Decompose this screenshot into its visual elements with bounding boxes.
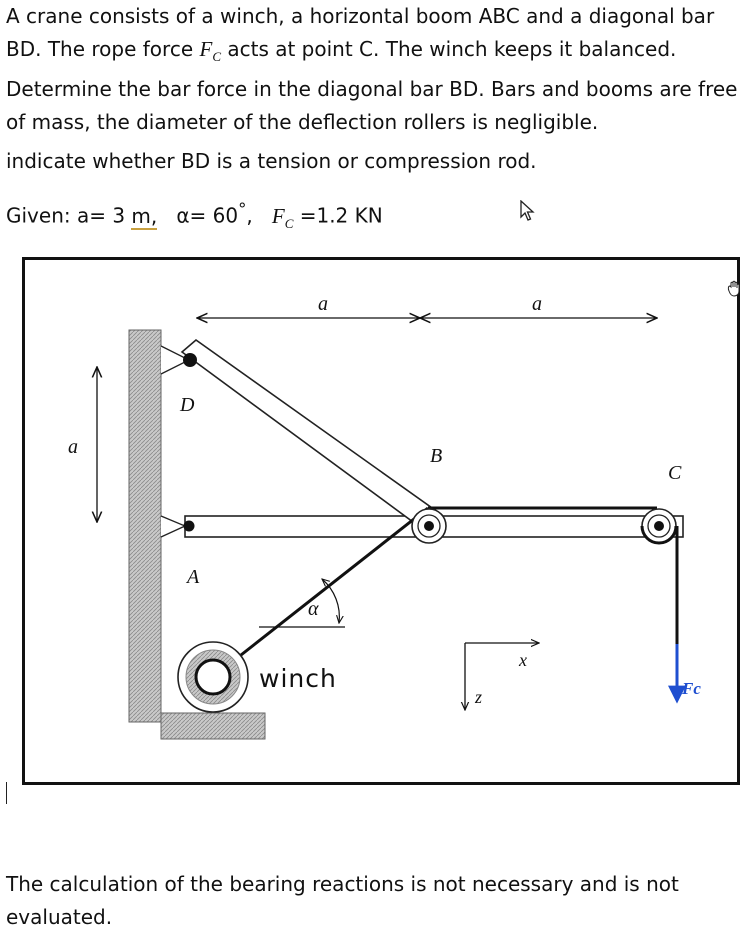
- pin-a: [183, 520, 195, 532]
- rope-winch-to-b: [212, 506, 429, 679]
- wall: [128, 329, 162, 723]
- force-symbol: FC: [199, 37, 222, 65]
- given-force-symbol: FC: [271, 203, 294, 231]
- hand-cursor-icon: [727, 280, 740, 297]
- label-b: B: [430, 445, 442, 467]
- crane-diagram: a a a D B C A α x z winch Fc: [68, 293, 701, 740]
- intro-text: A crane consists of a winch, a horizonta…: [6, 4, 715, 61]
- given-label: Given: a= 3: [6, 203, 126, 228]
- label-d: D: [179, 394, 195, 416]
- label-c: C: [668, 462, 682, 484]
- given-values: Given: a= 3 m, α= 60°, FC =1.2 KN: [6, 200, 383, 231]
- mouse-cursor-icon: [520, 200, 535, 221]
- label-a-left: a: [68, 436, 78, 458]
- given-unit: m,: [131, 203, 158, 230]
- label-fc: Fc: [681, 679, 701, 698]
- label-winch: winch: [259, 664, 337, 693]
- given-degree: °: [238, 200, 247, 219]
- label-a-top-right: a: [532, 293, 542, 315]
- problem-statement: A crane consists of a winch, a horizonta…: [6, 0, 741, 139]
- angle-arc: [322, 579, 339, 623]
- ground-base: [160, 712, 266, 740]
- bearing-a: [160, 515, 187, 538]
- label-a-point: A: [185, 566, 200, 588]
- question-text: indicate whether BD is a tension or comp…: [6, 149, 537, 173]
- pin-d: [183, 353, 197, 367]
- intro-text-2: acts at point C. The winch keeps it bala…: [6, 37, 738, 135]
- given-alpha: α= 60: [176, 203, 239, 228]
- text-caret: [6, 782, 7, 804]
- diagonal-bar-bd: [180, 338, 444, 535]
- crane-figure: a a a D B C A α x z winch Fc: [22, 257, 740, 785]
- given-force-value: =1.2 KN: [299, 203, 383, 228]
- label-alpha: α: [308, 598, 319, 620]
- footer-note: The calculation of the bearing reactions…: [6, 872, 679, 929]
- label-z: z: [474, 687, 482, 707]
- label-a-top-left: a: [318, 293, 328, 315]
- label-x: x: [518, 650, 527, 670]
